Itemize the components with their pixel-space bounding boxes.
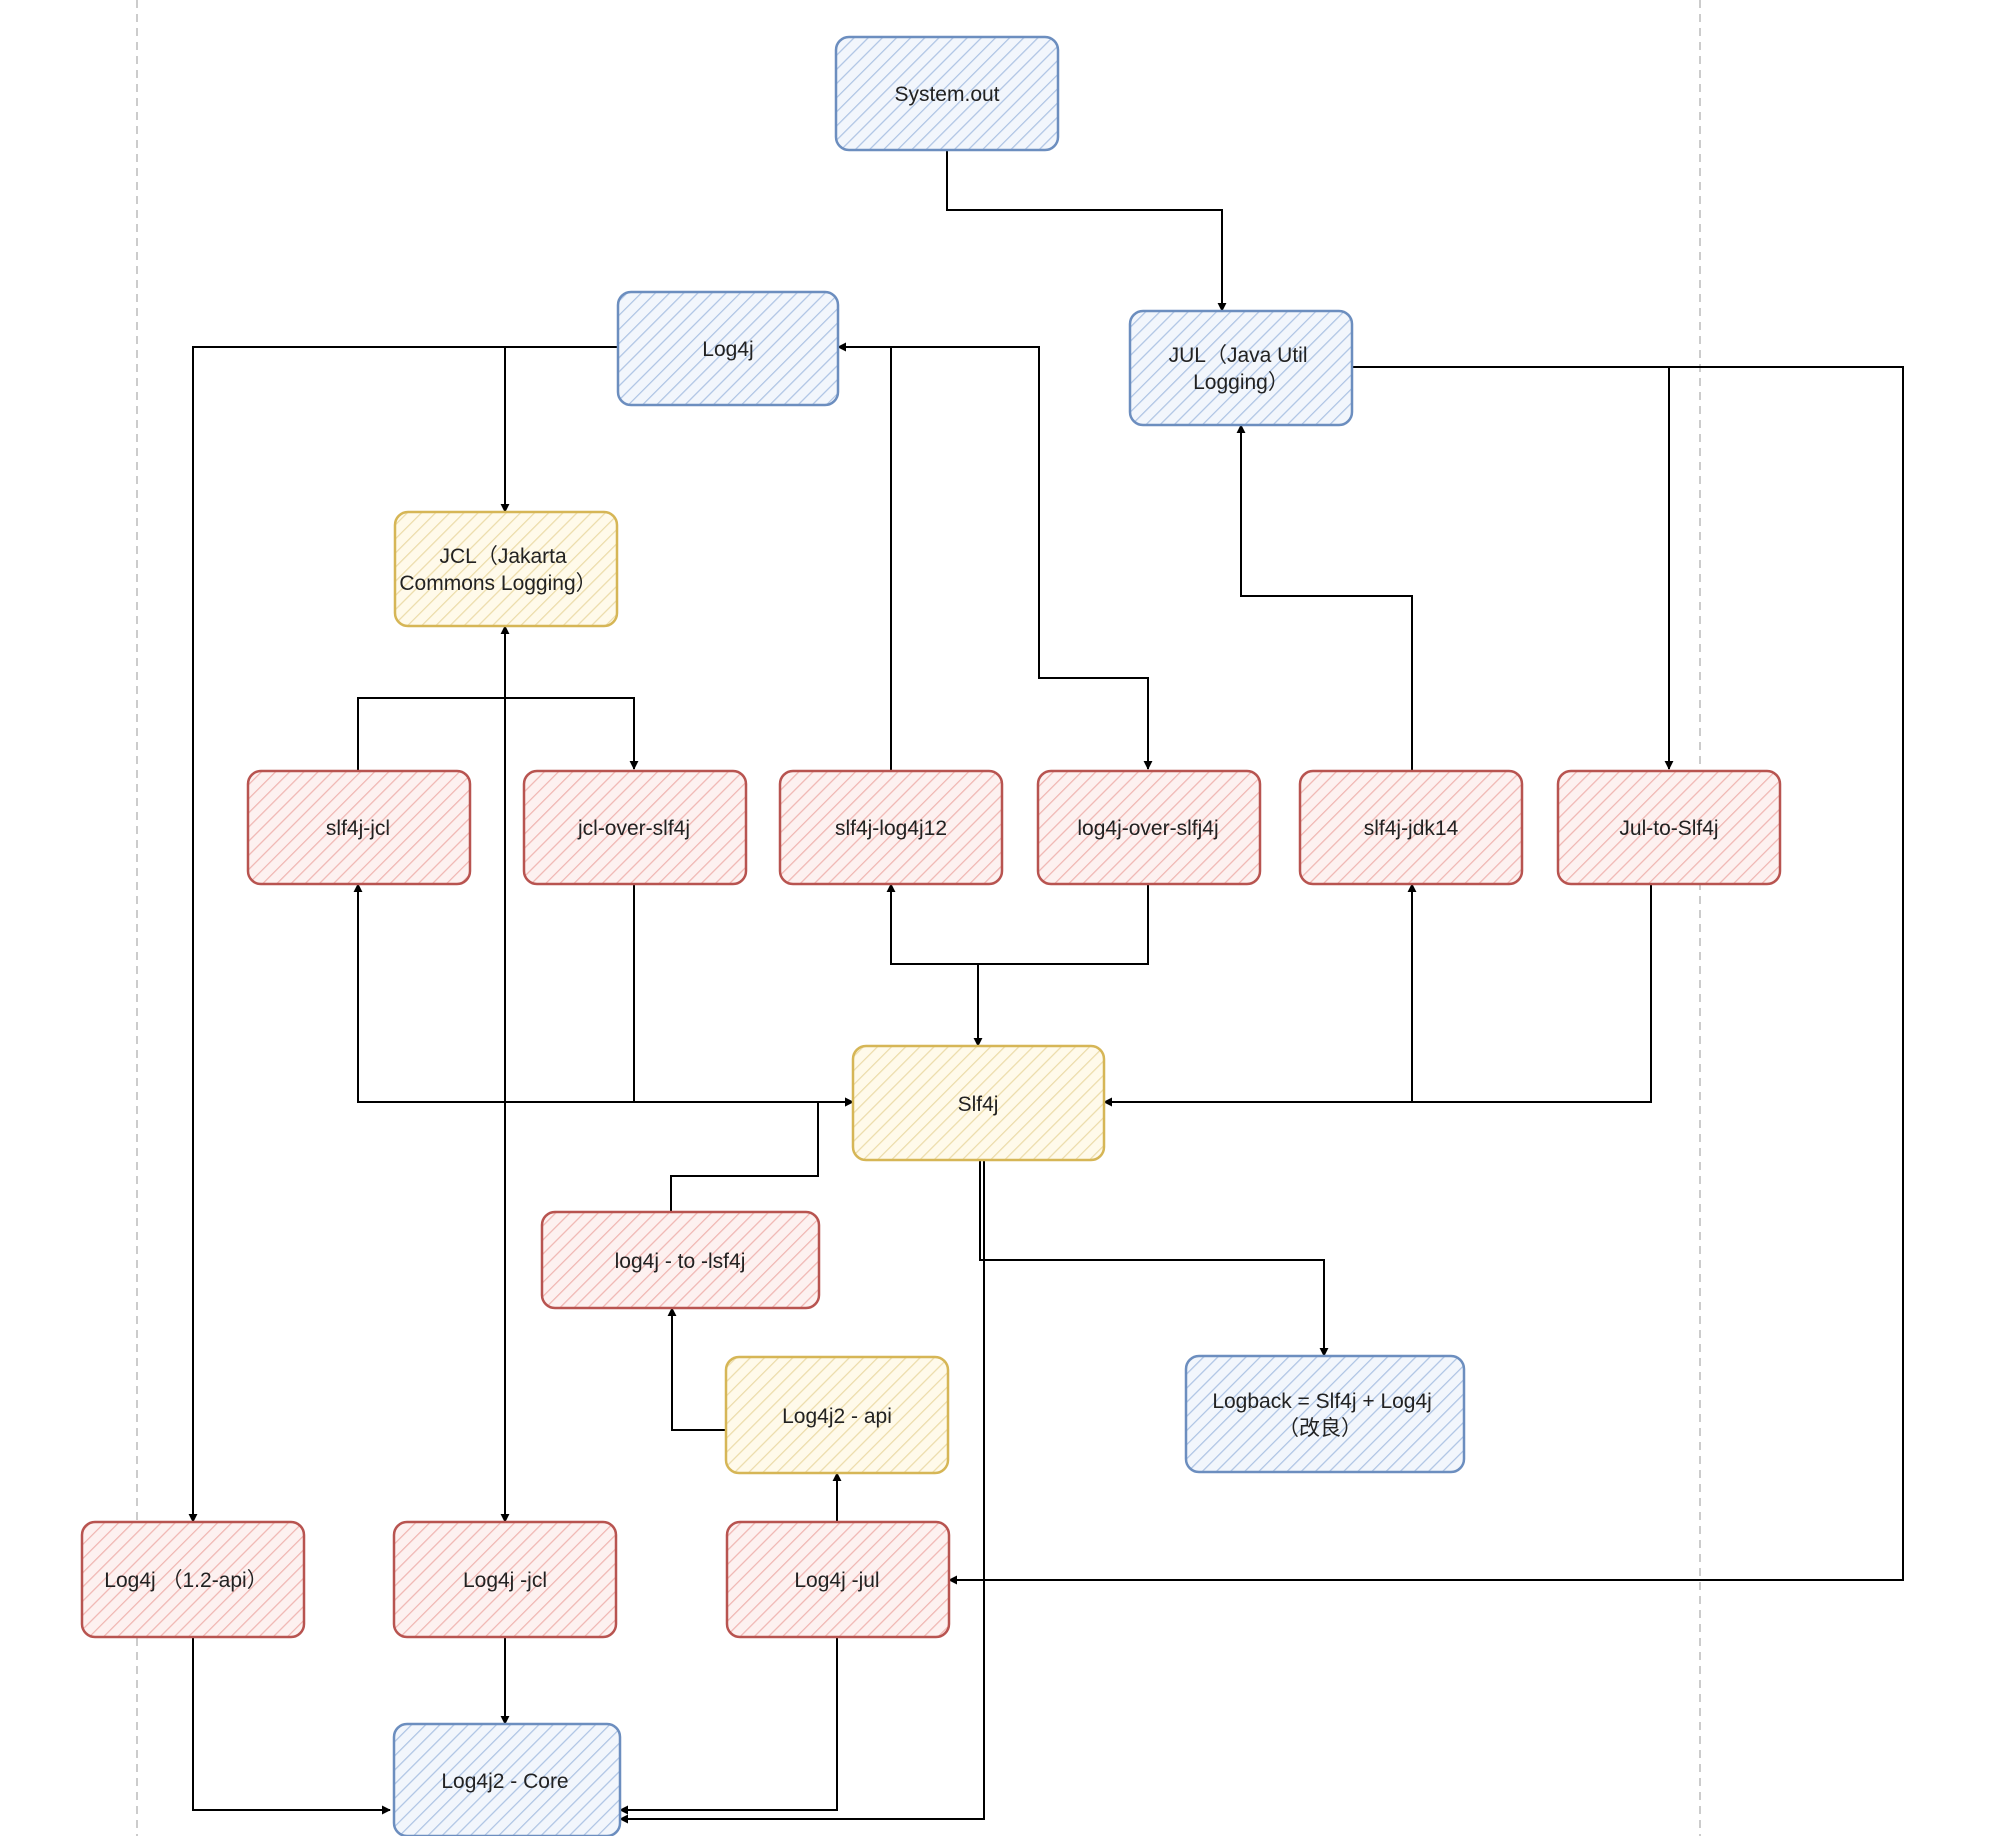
- node-box: [522, 769, 748, 886]
- node-slf4j-log4j12[interactable]: slf4j-log4j12: [778, 769, 1004, 886]
- node-label-line-2: Logging）: [1193, 371, 1289, 394]
- node-box: [834, 35, 1060, 152]
- node-label: log4j-over-slfj4j: [1077, 817, 1218, 840]
- node-log4j-1-2-api[interactable]: Log4j （1.2-api）: [80, 1520, 306, 1639]
- node-label: Log4j -jul: [794, 1569, 879, 1592]
- node-slf4j-jcl[interactable]: slf4j-jcl: [246, 769, 472, 886]
- node-log4j2-core[interactable]: Log4j2 - Core: [392, 1722, 622, 1836]
- node-label: slf4j-jdk14: [1364, 817, 1459, 840]
- node-label-line-1: log4j - to -lsf4j: [615, 1250, 746, 1273]
- node-label: log4j - to -lsf4j: [615, 1250, 746, 1273]
- node-label: jcl-over-slf4j: [577, 817, 690, 840]
- edge-system_out-to-jul: [946, 150, 1227, 312]
- node-label-line-1: Log4j -jcl: [463, 1569, 547, 1592]
- node-label-line-2: （改良）: [1278, 1417, 1362, 1440]
- node-label: Log4j: [702, 338, 753, 361]
- node-box: [80, 1520, 306, 1639]
- edge-slf4j_jdk14-to-jul: [1236, 424, 1413, 771]
- node-label-line-2: Commons Logging）: [399, 572, 596, 595]
- nodes: System.out Log4j JUL（Java Util Logging） …: [80, 35, 1782, 1836]
- node-label-line-1: log4j-over-slfj4j: [1077, 817, 1218, 840]
- node-label: Log4j2 - Core: [441, 1770, 568, 1793]
- node-label-line-1: System.out: [894, 83, 999, 106]
- edge-jul-to-log4j_jul: [948, 366, 1904, 1585]
- node-label-line-1: slf4j-log4j12: [835, 817, 947, 840]
- node-label: Log4j （1.2-api）: [104, 1569, 267, 1592]
- node-label: Log4j -jcl: [463, 1569, 547, 1592]
- node-label-line-1: Log4j （1.2-api）: [104, 1569, 267, 1592]
- node-label-line-1: JCL（Jakarta: [439, 545, 567, 568]
- node-box: [1298, 769, 1524, 886]
- node-box: [392, 1722, 622, 1836]
- node-label-line-1: slf4j-jcl: [326, 817, 390, 840]
- node-label-line-1: Jul-to-Slf4j: [1619, 817, 1718, 840]
- node-box: [392, 1520, 618, 1639]
- node-label: JCL（Jakarta Commons Logging）: [399, 545, 596, 595]
- node-label-line-1: Log4j2 - Core: [441, 1770, 568, 1793]
- node-label: JUL（Java Util Logging）: [1169, 344, 1314, 394]
- node-log4j[interactable]: Log4j: [616, 290, 840, 407]
- node-slf4j-jdk14[interactable]: slf4j-jdk14: [1298, 769, 1524, 886]
- node-log4j2-api[interactable]: Log4j2 - api: [724, 1355, 950, 1475]
- node-label: System.out: [894, 83, 999, 106]
- node-box: [1128, 309, 1354, 427]
- node-box: [724, 1355, 950, 1475]
- node-jcl-over-slf4j[interactable]: jcl-over-slf4j: [522, 769, 748, 886]
- node-label-line-1: Log4j: [702, 338, 753, 361]
- node-box: [540, 1210, 821, 1310]
- node-label-line-1: slf4j-jdk14: [1364, 817, 1459, 840]
- node-label-line-1: Slf4j: [958, 1093, 999, 1116]
- node-jcl[interactable]: JCL（Jakarta Commons Logging）: [393, 510, 619, 628]
- node-box: [1184, 1354, 1466, 1474]
- node-label: Jul-to-Slf4j: [1619, 817, 1718, 840]
- node-box: [1036, 769, 1262, 886]
- node-box: [246, 769, 472, 886]
- node-box: [616, 290, 840, 407]
- node-box: [851, 1044, 1106, 1162]
- edge-jcl_over_slf4j-to-slf4j: [633, 884, 854, 1107]
- node-log4j-over-slfj4j[interactable]: log4j-over-slfj4j: [1036, 769, 1262, 886]
- edge-log4j-to-log4j_12_api: [188, 346, 618, 1523]
- edge-jul-to-jul_to_slf4j: [1352, 366, 1674, 770]
- edge-slf4j-to-slf4j_jcl: [353, 883, 634, 1103]
- edge-log4j2_api-to-log4j_to_lsf4j: [667, 1307, 726, 1431]
- edge-log4j_over_slfj4j-to-slf4j: [973, 884, 1149, 1047]
- node-jul[interactable]: JUL（Java Util Logging）: [1128, 309, 1354, 427]
- node-box: [393, 510, 619, 628]
- node-label: slf4j-jcl: [326, 817, 390, 840]
- edge-log4j_to_lsf4j-to-slf4j: [670, 1097, 854, 1212]
- node-system-out[interactable]: System.out: [834, 35, 1060, 152]
- node-jul-to-slf4j[interactable]: Jul-to-Slf4j: [1556, 769, 1782, 886]
- node-box: [778, 769, 1004, 886]
- edge-log4j-to-log4j_over_slfj4j: [838, 346, 1153, 770]
- node-label-line-1: jcl-over-slf4j: [577, 817, 690, 840]
- node-label: Log4j2 - api: [782, 1405, 892, 1428]
- node-label: Slf4j: [958, 1093, 999, 1116]
- edge-slf4j-to-slf4j_log4j12: [886, 883, 978, 965]
- node-log4j-jul[interactable]: Log4j -jul: [725, 1520, 951, 1639]
- node-label-line-1: Log4j -jul: [794, 1569, 879, 1592]
- edge-log4j_jul-to-log4j2_core: [619, 1637, 838, 1815]
- node-log4j-jcl[interactable]: Log4j -jcl: [392, 1520, 618, 1639]
- node-logback[interactable]: Logback = Slf4j + Log4j （改良）: [1184, 1354, 1466, 1474]
- node-label: slf4j-log4j12: [835, 817, 947, 840]
- node-box: [725, 1520, 951, 1639]
- edge-slf4j-to-log4j2_core: [619, 1160, 985, 1824]
- node-box: [1556, 769, 1782, 886]
- edge-jul_to_slf4j-to-slf4j: [1103, 884, 1652, 1107]
- node-log4j-to-lsf4j[interactable]: log4j - to -lsf4j: [540, 1210, 821, 1310]
- node-slf4j[interactable]: Slf4j: [851, 1044, 1106, 1162]
- edge-log4j_12_api-to-log4j2_core: [192, 1637, 391, 1815]
- edges: [188, 150, 1904, 1824]
- node-label-line-1: Logback = Slf4j + Log4j: [1212, 1390, 1432, 1413]
- node-label: Logback = Slf4j + Log4j （改良）: [1212, 1390, 1437, 1440]
- edge-slf4j-to-logback: [979, 1160, 1329, 1357]
- node-label-line-1: Log4j2 - api: [782, 1405, 892, 1428]
- edge-slf4j_log4j12-to-log4j: [837, 342, 892, 771]
- node-label-line-1: JUL（Java Util: [1169, 344, 1308, 367]
- edge-slf4j_jcl-to-jcl_over_slf4j: [357, 697, 639, 771]
